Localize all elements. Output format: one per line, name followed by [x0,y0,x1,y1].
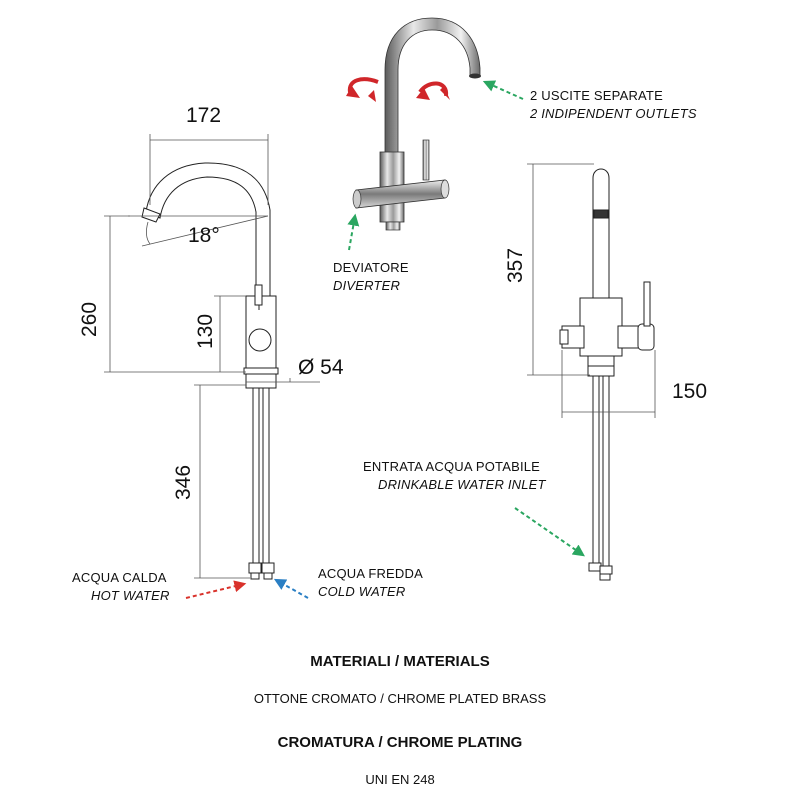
plating-value: UNI EN 248 [365,772,435,787]
outlets-label-en: 2 INDIPENDENT OUTLETS [530,106,697,121]
front-view [141,162,279,580]
outlets-callout-arrow [482,80,524,100]
cold-water-label-it: ACQUA FREDDA [318,566,423,581]
front-dimension-lines [104,134,320,579]
dimension-height-pipes: 346 [172,464,195,500]
hot-water-label-en: HOT WATER [91,588,170,603]
hot-water-label-it: ACQUA CALDA [72,570,167,585]
dimension-height-body: 130 [194,313,217,349]
inlet-label-en: DRINKABLE WATER INLET [378,477,546,492]
diverter-callout-arrow [347,213,360,251]
dimension-depth-side: 150 [672,380,708,403]
materials-value: OTTONE CROMATO / CHROME PLATED BRASS [253,691,547,706]
dimension-height-side: 357 [504,247,527,283]
side-dimension-lines [527,163,656,418]
perspective-view [346,17,481,231]
dimension-diameter: Ø 54 [298,356,344,379]
cold-water-label-en: COLD WATER [318,584,406,599]
outlets-label-it: 2 USCITE SEPARATE [530,88,663,103]
materials-title: MATERIALI / MATERIALS [310,653,490,670]
dimension-width: 172 [186,104,222,127]
dimension-height-total: 260 [78,301,101,337]
diverter-label-it: DEVIATORE [333,260,409,275]
hot-water-arrow [185,580,247,599]
dimension-angle: 18° [188,224,220,247]
cold-water-arrow [273,578,309,599]
rotation-arrow-left [347,77,379,93]
diverter-label-en: DIVERTER [333,278,401,293]
inlet-label-it: ENTRATA ACQUA POTABILE [363,459,541,474]
side-view [559,168,655,581]
plating-title: CROMATURA / CHROME PLATING [277,734,523,751]
inlet-callout-arrow [514,507,585,557]
